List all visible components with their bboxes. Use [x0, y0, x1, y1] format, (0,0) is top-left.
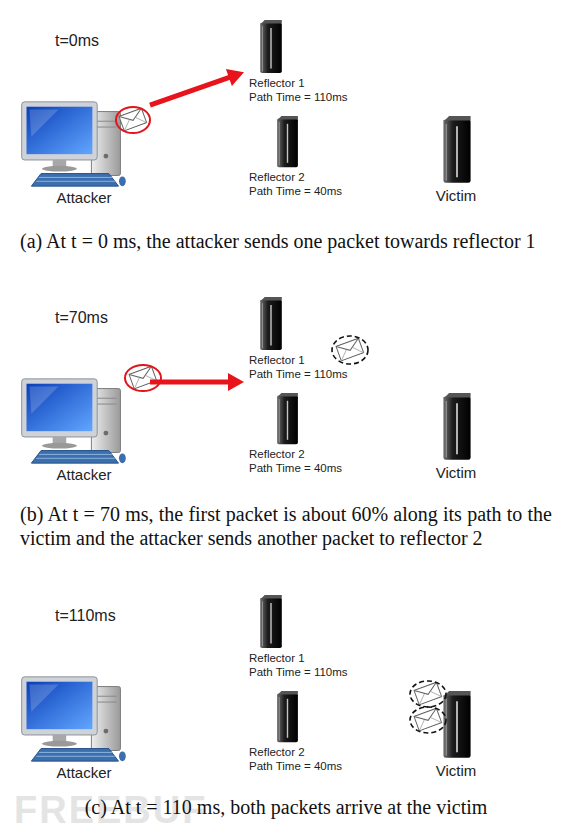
arrow-head: [226, 69, 244, 86]
reflector-node: Reflector 2Path Time = 40ms: [244, 100, 352, 198]
figure-caption: (c) At t = 110 ms, both packets arrive a…: [20, 794, 552, 820]
node-title: Victim: [436, 464, 477, 481]
reflector-server-icon: [260, 297, 282, 350]
packet-envelope: [414, 682, 442, 705]
arrow-head: [228, 373, 244, 391]
node-title: Reflector 1: [249, 76, 305, 90]
reflector-server-icon: [277, 116, 298, 167]
arrow-shaft: [150, 380, 230, 385]
path-time-text: Path Time = 40ms: [249, 759, 342, 773]
attacker-computer-icon: [22, 102, 126, 186]
path-time-text: Path Time = 110ms: [249, 665, 348, 679]
reflector-server-icon: [277, 393, 298, 444]
reflector-node: Reflector 1Path Time = 110ms: [244, 295, 352, 381]
victim-node: Victim: [420, 112, 492, 204]
reflector-node: Reflector 2Path Time = 40ms: [244, 377, 352, 475]
victim-node: Victim: [420, 389, 492, 481]
packet-envelope: [336, 338, 364, 361]
packet-arrow: [150, 373, 244, 391]
node-title: Reflector 2: [249, 447, 305, 461]
node-title: Attacker: [56, 189, 111, 206]
node-title: Reflector 2: [249, 170, 305, 184]
reflector-server-icon: [277, 691, 298, 742]
reflector-node: Reflector 1Path Time = 110ms: [244, 18, 352, 104]
attacker-node: Attacker: [18, 373, 150, 483]
timestamp: t=70ms: [55, 308, 175, 327]
attacker-node: Attacker: [18, 96, 150, 206]
node-title: Attacker: [56, 764, 111, 781]
reflector-server-icon: [260, 20, 282, 73]
packet-envelope: [129, 366, 157, 389]
path-time-text: Path Time = 40ms: [249, 184, 342, 198]
panel-c-art: [22, 595, 471, 761]
figure-caption: (a) At t = 0 ms, the attacker sends one …: [20, 228, 552, 254]
packet-envelope: [414, 708, 442, 731]
packet-arrived: [410, 681, 446, 707]
panel-b-art: [22, 297, 471, 463]
attacker-computer-icon: [22, 379, 126, 463]
path-time-text: Path Time = 40ms: [249, 461, 342, 475]
path-time-text: Path Time = 110ms: [249, 90, 348, 104]
panel-a-art: [22, 20, 471, 186]
reflector-node: Reflector 1Path Time = 110ms: [244, 593, 352, 679]
node-title: Attacker: [56, 466, 111, 483]
packet-in-flight: [332, 336, 368, 364]
packet-highlight: [116, 107, 150, 133]
attacker-node: Attacker: [18, 671, 150, 781]
packet-arrived: [410, 707, 446, 733]
node-title: Reflector 1: [249, 651, 305, 665]
timestamp: t=110ms: [55, 606, 175, 625]
reflector-server-icon: [260, 595, 282, 648]
victim-server-icon: [443, 116, 470, 183]
victim-server-icon: [443, 393, 470, 460]
node-title: Reflector 2: [249, 745, 305, 759]
packet-arrow: [150, 69, 244, 105]
path-time-text: Path Time = 110ms: [249, 367, 348, 381]
node-title: Reflector 1: [249, 353, 305, 367]
attacker-computer-icon: [22, 677, 126, 761]
figure-caption: (b) At t = 70 ms, the first packet is ab…: [20, 502, 552, 550]
victim-node: Victim: [420, 687, 492, 779]
node-title: Victim: [436, 762, 477, 779]
node-title: Victim: [436, 187, 477, 204]
packet-envelope: [119, 108, 147, 131]
timestamp: t=0ms: [55, 31, 175, 50]
reflector-node: Reflector 2Path Time = 40ms: [244, 675, 352, 773]
victim-server-icon: [443, 691, 470, 758]
arrow-shaft: [150, 77, 231, 105]
packet-highlight: [125, 365, 161, 391]
